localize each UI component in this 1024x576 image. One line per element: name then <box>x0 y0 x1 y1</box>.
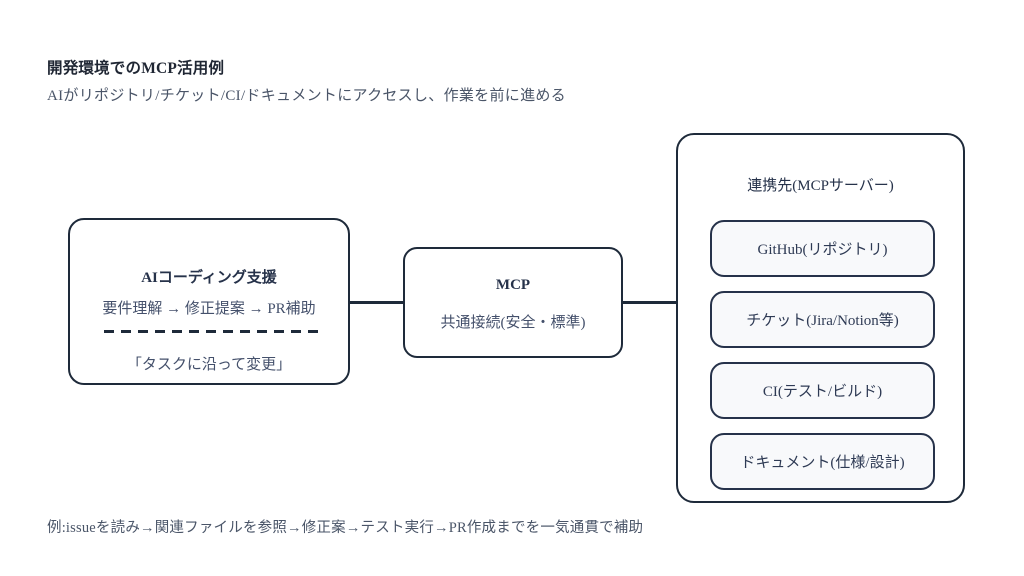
page-caption: 例:issueを読み→関連ファイルを参照→修正案→テスト実行→PR作成までを一気… <box>47 520 644 536</box>
mcp-servers-box: 連携先(MCPサーバー) GitHub(リポジトリ) チケット(Jira/Not… <box>676 133 965 503</box>
mcp-box: MCP 共通接続(安全・標準) <box>403 247 623 358</box>
server-item-tickets: チケット(Jira/Notion等) <box>710 291 935 348</box>
mcp-servers-box-title: 連携先(MCPサーバー) <box>747 178 894 194</box>
ai-coding-box-flow: 要件理解 → 修正提案 → PR補助 <box>102 301 316 317</box>
connector-mcp-to-servers <box>622 301 677 304</box>
ai-coding-box-quote: 「タスクに沿って変更」 <box>126 357 292 373</box>
mcp-box-title: MCP <box>495 277 531 293</box>
mcp-box-subtitle: 共通接続(安全・標準) <box>440 315 586 331</box>
connector-ai-to-mcp <box>349 301 404 304</box>
page-title: 開発環境でのMCP活用例 <box>47 60 225 77</box>
ai-coding-box-title: AIコーディング支援 <box>141 270 277 286</box>
page-subtitle: AIがリポジトリ/チケット/CI/ドキュメントにアクセスし、作業を前に進める <box>47 88 566 104</box>
server-item-github: GitHub(リポジトリ) <box>710 220 935 277</box>
server-item-ci: CI(テスト/ビルド) <box>710 362 935 419</box>
ai-coding-box: AIコーディング支援 要件理解 → 修正提案 → PR補助 「タスクに沿って変更… <box>68 218 350 385</box>
server-item-documents: ドキュメント(仕様/設計) <box>710 433 935 490</box>
dashed-divider <box>104 330 318 333</box>
